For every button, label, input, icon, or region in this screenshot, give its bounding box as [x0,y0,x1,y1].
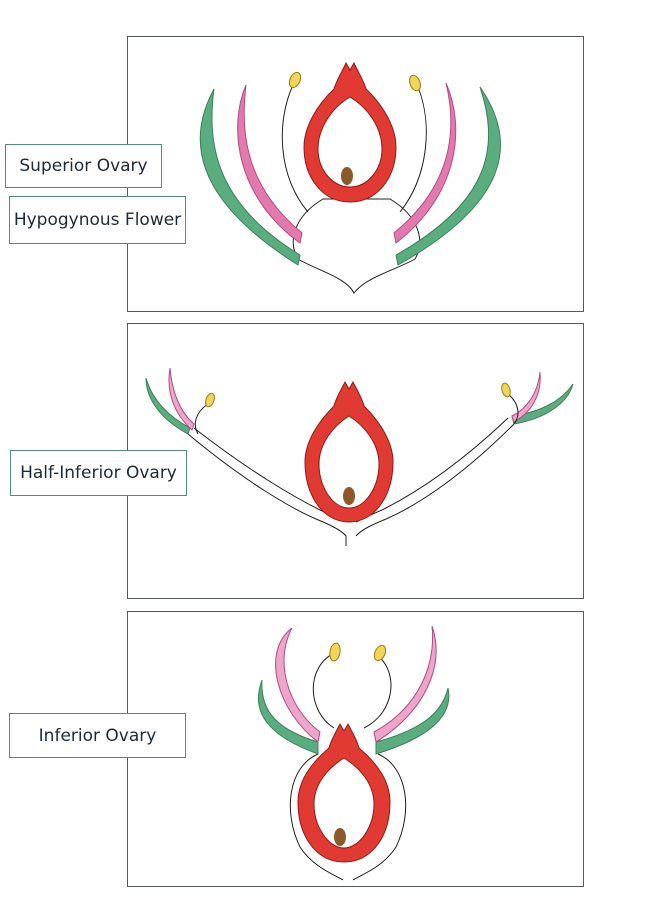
stamen-filament-right [363,655,392,729]
receptacle [289,753,407,881]
half-inferior-ovary-label: Half-Inferior Ovary [10,450,187,496]
half-inferior-ovary-panel [127,323,584,599]
hypogynous-flower-label: Hypogynous Flower [9,196,186,244]
petal-left [237,84,303,244]
stamen-filament-right [507,393,519,425]
sepal-left [145,377,191,435]
receptacle-inner [193,417,509,523]
sepal-left [199,88,301,266]
anther-left [205,392,215,408]
receptacle [292,198,421,294]
anther-left [288,71,302,89]
petal-right [373,625,437,743]
petal-right [393,82,457,244]
half-inferior-ovary-diagram [145,367,574,546]
stamen-filament-left [281,84,309,213]
stamen-filament-right [399,86,427,213]
petal-left [168,367,195,431]
sepal-right [395,86,501,266]
anther-right [409,74,421,92]
ovary [304,380,394,523]
stamen-filament-left [194,403,209,435]
ovary [297,722,391,863]
superior-ovary-panel [127,36,584,312]
superior-ovary-diagram [199,61,501,294]
inferior-ovary-diagram [257,625,450,881]
ovule [341,167,353,185]
petal-left [275,627,321,743]
receptacle [187,423,515,546]
sepal-right [511,383,574,425]
anther-right [501,382,511,398]
ovule [334,828,346,846]
anther-right [373,644,387,662]
ovary [303,61,397,203]
inferior-ovary-panel [127,611,584,887]
sepal-right [375,687,450,755]
anther-left [329,642,341,662]
stamen-filament-left [312,651,337,729]
ovule [343,487,355,505]
superior-ovary-label: Superior Ovary [5,144,162,188]
petal-right [511,371,541,423]
sepal-left [257,679,319,755]
inferior-ovary-label: Inferior Ovary [9,713,186,758]
